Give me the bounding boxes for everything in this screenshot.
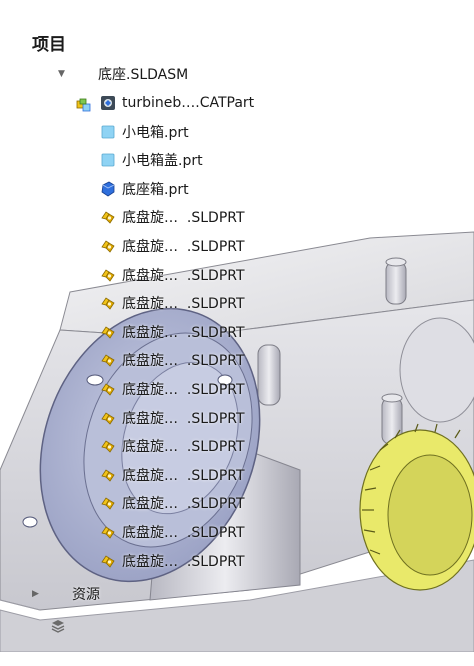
tree-item-part[interactable]: 底盘旋… .SLDPRT [100, 520, 245, 544]
resources-label: 资源 [72, 587, 100, 603]
sldprt-icon [100, 438, 116, 454]
sldprt-icon [100, 467, 116, 483]
tree-item-part[interactable]: 底座箱.prt [100, 177, 189, 201]
tree-item-label: 底盘旋… .SLDPRT [122, 353, 245, 370]
tree-root-label: 底座.SLDASM [98, 67, 189, 83]
sldprt-icon [100, 495, 116, 511]
sldprt-icon [100, 524, 116, 540]
sldprt-icon [100, 267, 116, 283]
tree-item-label: 底盘旋… .SLDPRT [122, 553, 245, 570]
tree-item-part[interactable]: 底盘旋… .SLDPRT [100, 549, 245, 573]
tree-item-label: 底盘旋… .SLDPRT [122, 467, 245, 484]
tree-item-label: 底盘旋… .SLDPRT [122, 410, 245, 427]
tree-item-part[interactable]: 底盘旋… .SLDPRT [100, 406, 245, 430]
tree-item-label: 底座箱.prt [122, 181, 189, 198]
tree-item-label: 底盘旋… .SLDPRT [122, 239, 245, 255]
tree-item-part[interactable]: 底盘旋… .SLDPRT [100, 205, 245, 229]
collapse-caret-icon[interactable]: ▼ [58, 69, 65, 79]
tree-item-part[interactable]: 底盘旋… .SLDPRT [100, 291, 245, 315]
sldprt-icon [100, 553, 116, 569]
tree-item-part[interactable]: 底盘旋… .SLDPRT [100, 434, 245, 458]
tree-item-label: 底盘旋… .SLDPRT [122, 324, 245, 341]
tree-item-label: 底盘旋… .SLDPRT [122, 496, 245, 513]
sldprt-icon [100, 238, 116, 254]
tree-item-label: 底盘旋… .SLDPRT [122, 382, 245, 398]
tree-item-part[interactable]: 底盘旋… .SLDPRT [100, 234, 245, 258]
project-tree-panel: 项目 ▼ 底座.SLDASM turbineb….CATPart 小电箱.prt 小… [32, 35, 254, 633]
cube-part-icon [100, 152, 116, 168]
tree-item-label: 小电箱.prt [122, 124, 189, 141]
tree-item-label: 底盘旋… .SLDPRT [122, 296, 245, 313]
blue-part-icon [100, 181, 116, 197]
tree-item-part[interactable]: 底盘旋… .SLDPRT [100, 263, 245, 287]
cube-part-icon [100, 124, 116, 140]
cad-viewport[interactable] [0, 0, 474, 652]
sldprt-icon [100, 295, 116, 311]
layers-icon [50, 586, 66, 633]
tree-item-part[interactable]: 底盘旋… .SLDPRT [100, 463, 245, 487]
tree-item-part[interactable]: 小电箱盖.prt [100, 148, 203, 172]
tree-item-part[interactable]: 底盘旋… .SLDPRT [100, 377, 245, 401]
tree-root-assembly[interactable]: ▼ 底座.SLDASM [58, 62, 189, 112]
expand-caret-icon[interactable]: ▶ [32, 589, 39, 599]
assembly-icon [76, 66, 92, 112]
sldprt-icon [100, 324, 116, 340]
tree-item-part[interactable]: 底盘旋… .SLDPRT [100, 491, 245, 515]
catpart-icon [100, 95, 116, 111]
tree-item-part[interactable]: 小电箱.prt [100, 120, 189, 144]
tree-item-label: 底盘旋… .SLDPRT [122, 525, 245, 541]
tree-item-label: 底盘旋… .SLDPRT [122, 439, 245, 456]
sldprt-icon [100, 352, 116, 368]
tree-item-label: 底盘旋… .SLDPRT [122, 267, 245, 284]
sldprt-icon [100, 209, 116, 225]
tree-item-part[interactable]: 底盘旋… .SLDPRT [100, 348, 245, 372]
tree-item-part[interactable]: 底盘旋… .SLDPRT [100, 320, 245, 344]
sldprt-icon [100, 410, 116, 426]
tree-item-part[interactable]: turbineb….CATPart [100, 91, 254, 115]
sldprt-icon [100, 381, 116, 397]
panel-title: 项目 [32, 35, 66, 55]
tree-item-label: 底盘旋… .SLDPRT [122, 210, 245, 227]
tree-item-resources[interactable]: ▶ 资源 [32, 582, 100, 633]
tree-item-label: turbineb….CATPart [122, 95, 255, 111]
tree-item-label: 小电箱盖.prt [122, 153, 203, 170]
